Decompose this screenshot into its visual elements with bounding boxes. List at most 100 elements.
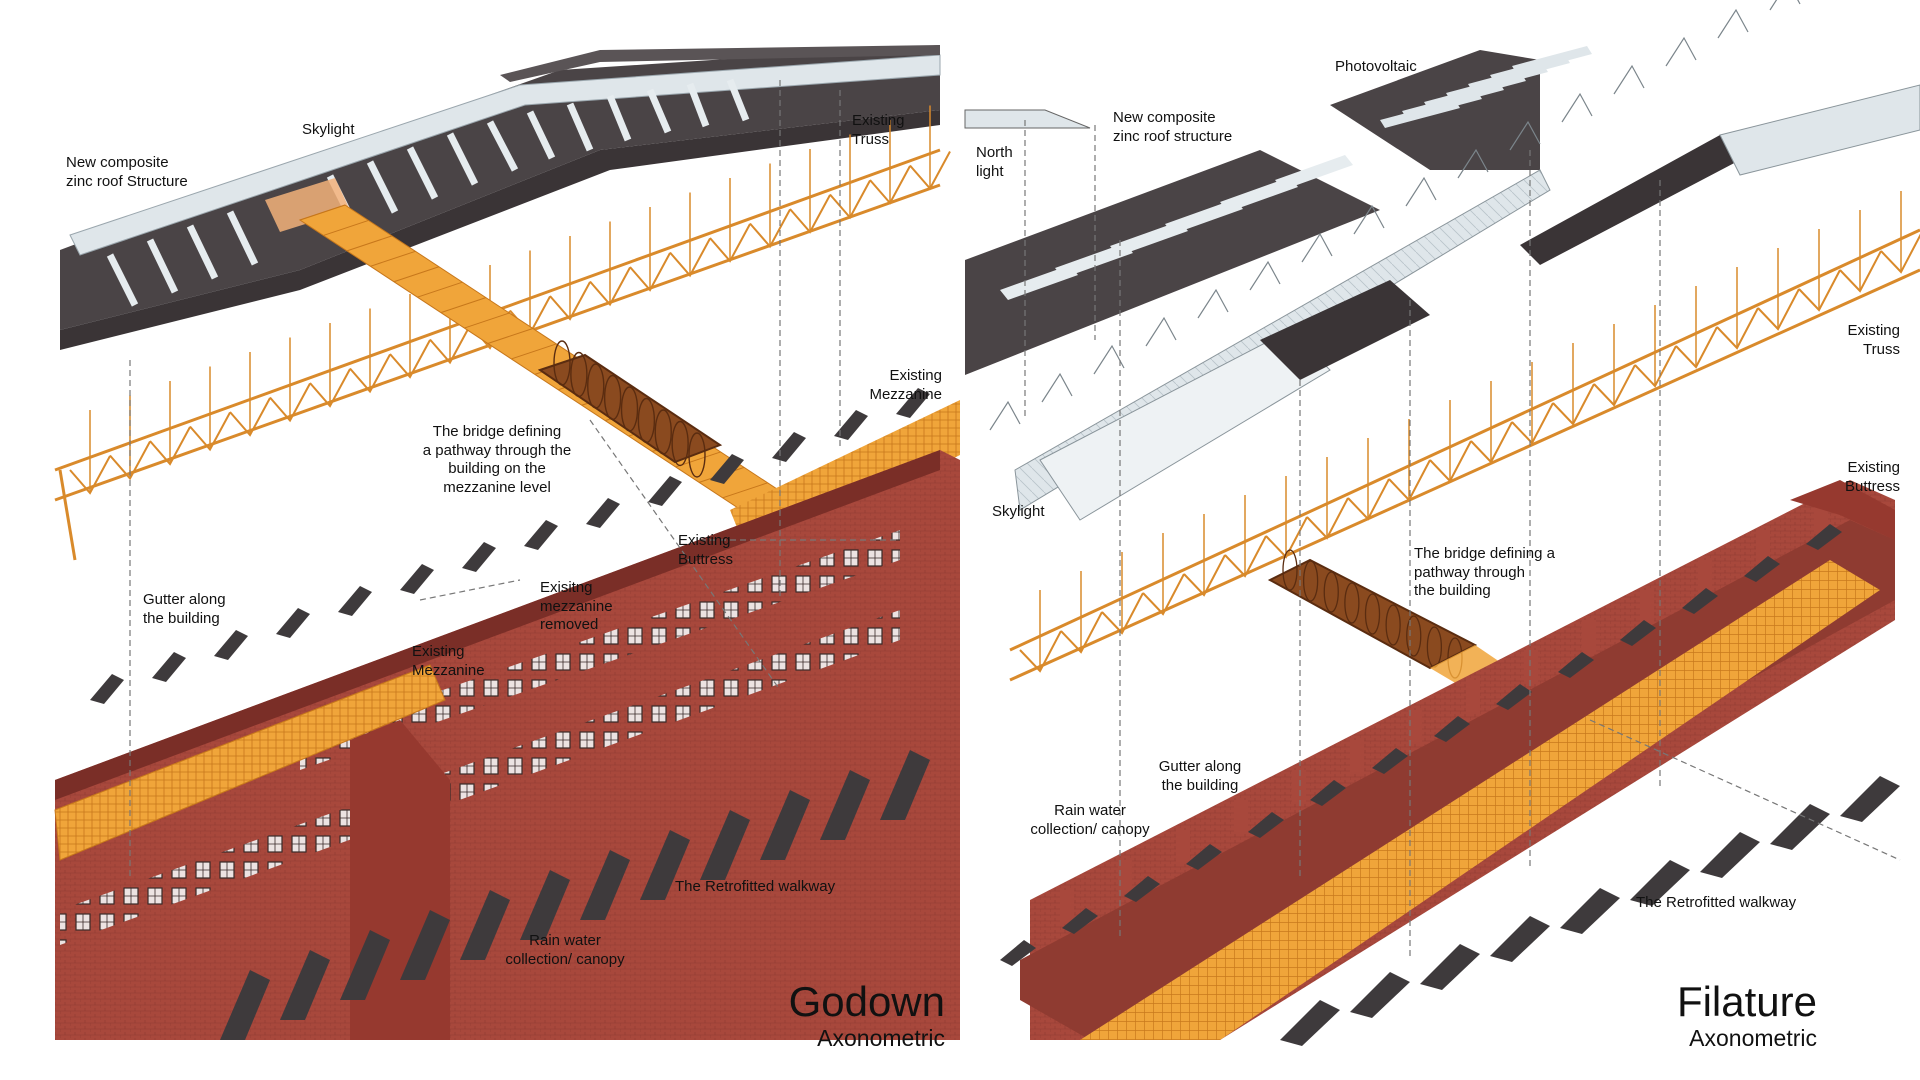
- gutter-fin: [648, 476, 682, 506]
- gutter-fin: [338, 586, 372, 616]
- gutter-fin: [1248, 812, 1284, 838]
- sawtooth-rib: [1301, 232, 1333, 263]
- sawtooth-rib: [1613, 64, 1645, 95]
- godown-walkway-label: The Retrofitted walkway: [675, 878, 836, 895]
- canopy-fin: [1840, 776, 1900, 822]
- godown-new-roof-label: New composite zinc roof Structure: [66, 154, 188, 190]
- gutter-fin: [400, 564, 434, 594]
- canopy-fin: [700, 810, 750, 880]
- bridge-tube-ring: [654, 409, 672, 455]
- godown-gutter-label: Gutter along the building: [143, 591, 226, 627]
- filature-photovoltaic-label: Photovoltaic: [1335, 58, 1417, 75]
- roof-skylight-panel: [1275, 155, 1353, 190]
- filature-north-light: [964, 109, 1091, 129]
- canopy-fin: [640, 830, 690, 900]
- filature-skylight-sawtooth: [989, 0, 1920, 521]
- bridge-rung: [393, 266, 440, 283]
- sawtooth-rib: [1561, 92, 1593, 123]
- buttress: [1292, 770, 1306, 804]
- filature-existing-buttress-label: Existing Buttress: [1844, 459, 1900, 495]
- godown-building: [55, 450, 960, 1040]
- godown-existing-buttress-label: Existing Buttress: [678, 532, 734, 568]
- canopy-fin: [820, 770, 870, 840]
- godown-bridge-label: The bridge defining a pathway through th…: [422, 423, 572, 496]
- filature-axonometric-panel: Photovoltaic New composite zinc roof str…: [960, 0, 1920, 1080]
- filature-existing-truss-label: Existing Truss: [1847, 322, 1900, 358]
- gutter-fin: [524, 520, 558, 550]
- gutter-fin: [1186, 844, 1222, 870]
- gutter-fin: [834, 410, 868, 440]
- canopy-fin: [1350, 972, 1410, 1018]
- filature-photovoltaic-roof: [1330, 46, 1592, 170]
- bridge-tube-ring: [1385, 604, 1401, 646]
- godown-existing-mezzanine-left-label: Existing Mezzanine: [412, 643, 485, 679]
- gutter-fin: [1124, 876, 1160, 902]
- gutter-fin: [214, 630, 248, 660]
- godown-title: Godown: [788, 978, 945, 1025]
- canopy-fin: [460, 890, 510, 960]
- bridge-tube-ring: [1364, 593, 1381, 635]
- bridge-tube-ring: [1282, 549, 1298, 591]
- gutter-fin: [1434, 716, 1470, 742]
- bridge-rung: [440, 297, 487, 314]
- gutter-fin: [1744, 556, 1780, 582]
- filature-canopies: [1280, 776, 1900, 1046]
- sawtooth-rib: [1405, 176, 1437, 207]
- filature-building: [1020, 480, 1895, 1040]
- bridge-tube-ring: [637, 397, 656, 444]
- filature-title: Filature: [1676, 978, 1817, 1025]
- gutter-fin: [586, 498, 620, 528]
- sawtooth-rib: [1353, 204, 1385, 235]
- bridge-tube-ring: [1344, 582, 1360, 624]
- godown-mezzanine-removed-label: Exisitng mezzanine removed: [540, 579, 613, 633]
- bridge-rung: [417, 281, 463, 298]
- gutter-fin: [1062, 908, 1098, 934]
- bridge-tube-ring: [671, 420, 689, 467]
- gutter-fin: [1000, 940, 1036, 966]
- godown-roof: [60, 45, 941, 350]
- bridge-rung: [487, 328, 533, 344]
- canopy-fin: [1770, 804, 1830, 850]
- sawtooth-rib: [1457, 148, 1489, 179]
- bridge-rung: [722, 482, 768, 499]
- gutter-fin: [1620, 620, 1656, 646]
- bridge-tube-ring: [1323, 571, 1339, 613]
- sawtooth-rib: [1249, 260, 1281, 291]
- godown-canopies: [220, 750, 930, 1040]
- godown-mezzanine-left: [54, 664, 446, 861]
- buttress: [1640, 590, 1654, 624]
- buttress: [1408, 710, 1422, 744]
- bridge-tube-ring: [1406, 615, 1422, 657]
- filature-skylight-label: Skylight: [992, 503, 1045, 520]
- canopy-fin: [1560, 888, 1620, 934]
- sawtooth-rib: [1769, 0, 1801, 11]
- filature-subtitle: Axonometric: [1689, 1025, 1817, 1051]
- bridge-tube-ring: [603, 374, 622, 421]
- filature-bridge-label: The bridge defining a pathway through th…: [1414, 545, 1555, 599]
- godown-leader-lines: [129, 80, 900, 880]
- sawtooth-rib: [1041, 372, 1073, 403]
- gutter-fin: [896, 388, 930, 418]
- photovoltaic-panel: [1512, 46, 1592, 74]
- bridge-rung: [299, 204, 346, 221]
- gutter-fin: [90, 674, 124, 704]
- bridge-tube-ring: [587, 363, 605, 409]
- bridge-tube-ring: [688, 432, 706, 478]
- canopy-fin: [400, 910, 450, 980]
- canopy-fin: [580, 850, 630, 920]
- bridge-rung: [323, 219, 369, 236]
- filature-gutter-fins: [1000, 524, 1842, 966]
- buttress: [1060, 890, 1074, 924]
- roof-skylight-panel: [1220, 177, 1298, 212]
- canopy-fin: [1490, 916, 1550, 962]
- bridge-rung: [346, 235, 393, 252]
- bridge-tube-ring: [620, 386, 639, 432]
- sawtooth-rib: [1145, 316, 1177, 347]
- canopy-fin: [340, 930, 390, 1000]
- bridge-tube-ring: [1302, 560, 1319, 602]
- gutter-fin: [462, 542, 496, 572]
- bridge-rung: [464, 312, 510, 329]
- buttress: [1466, 680, 1480, 714]
- buttress: [1698, 560, 1712, 594]
- buttress: [1234, 800, 1248, 834]
